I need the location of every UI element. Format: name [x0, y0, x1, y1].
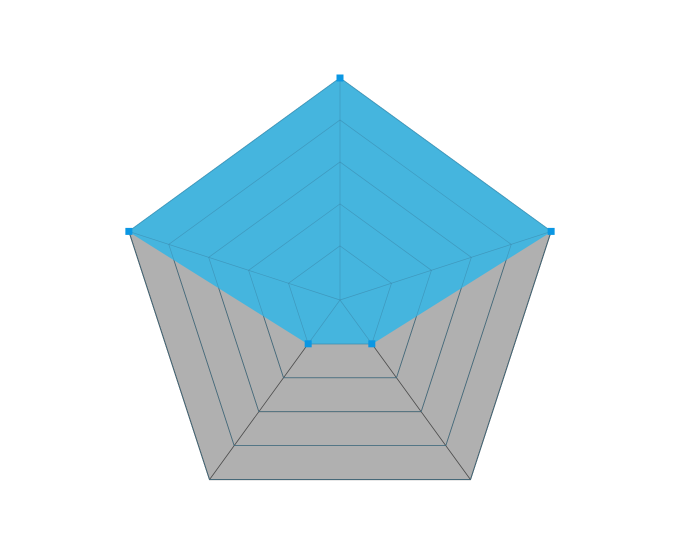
axis-line-overlay: [339, 231, 552, 301]
axis-line-overlay: [128, 231, 341, 301]
data-point: [304, 340, 312, 348]
data-point: [547, 227, 555, 235]
data-point: [368, 340, 376, 348]
axis-line-overlay: [307, 299, 341, 345]
axis-line-overlay: [339, 299, 373, 345]
grid-ring-overlay: [208, 161, 472, 413]
grid-ring-overlay: [248, 203, 432, 379]
grid-ring-overlay: [168, 119, 512, 447]
grid-ring-overlay: [128, 77, 552, 480]
data-point: [336, 74, 344, 82]
grid-ring-overlay: [288, 245, 392, 345]
data-point: [125, 227, 133, 235]
